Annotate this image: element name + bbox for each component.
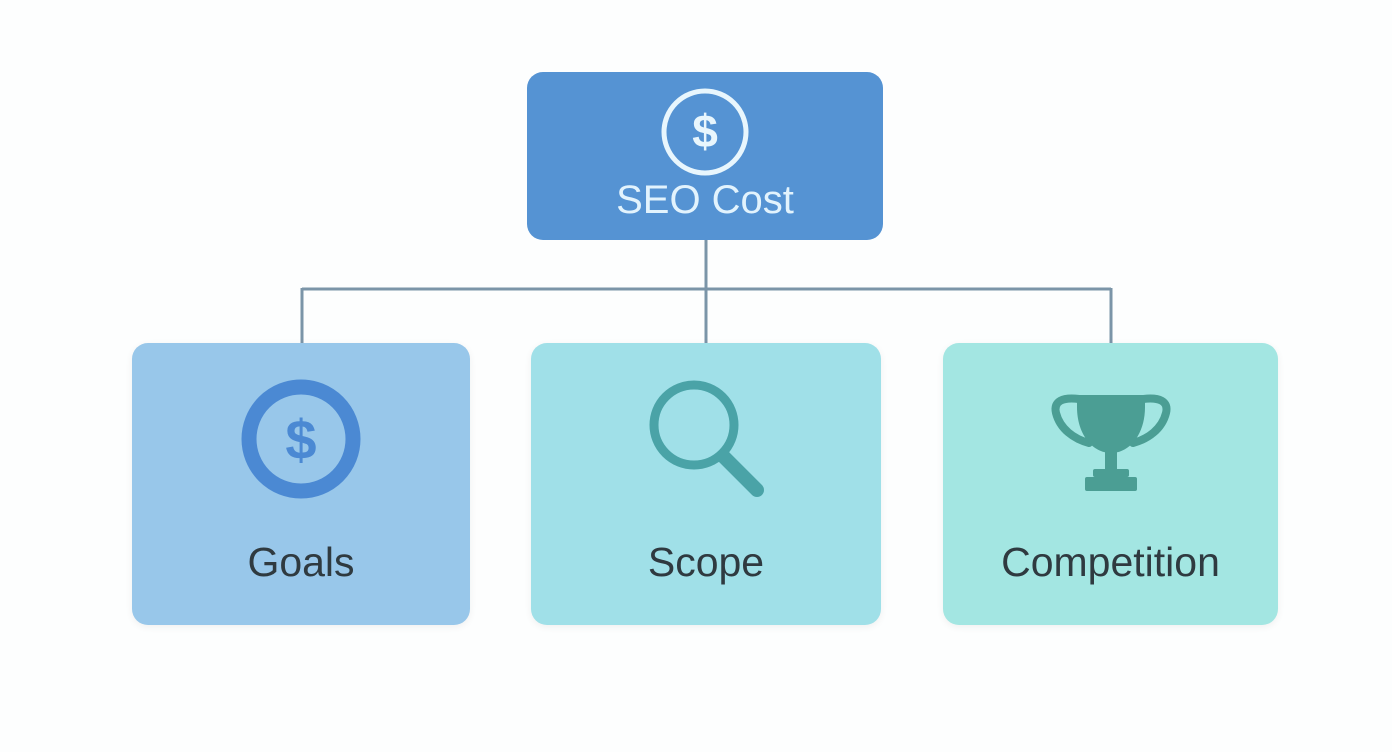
child-node-goals: $ Goals [132,343,470,625]
root-node-label: SEO Cost [616,178,794,222]
svg-text:$: $ [285,408,316,471]
child-node-label: Competition [1001,539,1220,585]
child-node-label: Goals [247,539,355,585]
dollar-circle-icon: $ [241,379,361,499]
dollar-circle-icon: $ [661,88,749,176]
child-node-competition: Competition [943,343,1278,625]
child-node-scope: Scope [531,343,881,625]
trophy-icon [1051,394,1170,491]
child-node-label: Scope [647,539,765,585]
root-node-seo-cost: $ SEO Cost [527,72,883,240]
magnifying-glass-icon [649,380,764,497]
svg-text:$: $ [692,105,718,157]
